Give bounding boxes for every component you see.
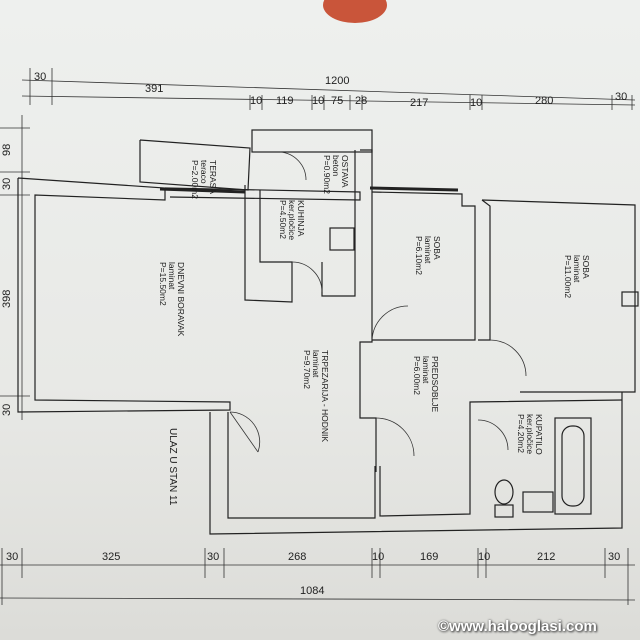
dim-top-75: 75 [331,95,343,107]
room-label-ulaz: ULAZ U STAN 11 [167,428,178,506]
dim-bottom-30b: 30 [207,551,219,563]
room-label-kupatilo: KUPATILO ker.pločice P=4.20m2 [516,414,544,455]
svg-text:KUHINJA: KUHINJA [296,200,306,237]
dim-bottom-10a: 10 [372,551,384,563]
dim-bottom-268: 268 [288,551,306,563]
walls [17,129,639,535]
svg-text:SOBA: SOBA [581,255,591,279]
svg-text:P=6.00m2: P=6.00m2 [412,356,422,395]
dim-top-28: 28 [355,95,367,107]
dim-bottom-30a: 30 [6,551,18,563]
svg-text:P=4.20m2: P=4.20m2 [516,414,526,453]
svg-text:PREDSOBLJE: PREDSOBLJE [430,356,440,413]
dim-top-30b: 30 [615,91,627,103]
svg-text:P=15.50m2: P=15.50m2 [158,262,168,306]
svg-text:P=4.50m2: P=4.50m2 [278,200,288,239]
room-label-predsoblje: PREDSOBLJE laminat P=6.00m2 [412,356,440,413]
left-dimension-lines [0,115,30,420]
dim-bottom-169: 169 [420,551,438,563]
watermark: ©www.halooglasi.com [438,618,597,635]
dim-left-30b: 30 [1,404,13,416]
room-label-soba2: SOBA laminat P=11.00m2 [563,255,591,298]
svg-text:P=11.00m2: P=11.00m2 [563,255,573,298]
svg-text:laminat: laminat [167,262,177,290]
dim-left-398: 398 [1,290,13,308]
dim-bottom-30c: 30 [608,551,620,563]
svg-text:laminat: laminat [311,350,321,378]
orange-object [323,0,387,23]
doors [229,151,527,457]
svg-text:P=9.70m2: P=9.70m2 [302,350,312,389]
dim-top-total: 1200 [325,75,349,87]
svg-text:P=6.10m2: P=6.10m2 [414,236,424,275]
dim-bottom-325: 325 [102,551,120,563]
dim-top-10b: 10 [312,95,324,107]
dim-bottom-10b: 10 [478,551,490,563]
top-dimension-lines [21,68,636,110]
svg-text:TERASA: TERASA [208,160,218,194]
bottom-dimension-lines [0,548,636,605]
dim-left-98: 98 [1,144,13,156]
svg-text:KUPATILO: KUPATILO [534,414,544,455]
dim-top-119: 119 [276,95,294,107]
dim-top-10c: 10 [470,97,482,109]
svg-text:DNEVNI BORAVAK: DNEVNI BORAVAK [176,262,186,337]
room-label-soba1: SOBA laminat P=6.10m2 [414,236,442,275]
dim-top-391: 391 [145,83,163,95]
svg-text:ker.pločice: ker.pločice [525,414,535,454]
dim-left-30: 30 [1,178,13,190]
dim-bottom-212: 212 [537,551,555,563]
room-label-kuhinja: KUHINJA ker.pločice P=4.50m2 [278,200,306,240]
svg-text:P=0.90m2: P=0.90m2 [322,155,332,194]
svg-text:laminat: laminat [572,255,582,283]
svg-text:laminat: laminat [423,236,433,264]
svg-text:ULAZ U STAN 11: ULAZ U STAN 11 [167,428,178,506]
dim-top-30a: 30 [34,71,46,83]
room-label-dnevni: DNEVNI BORAVAK laminat P=15.50m2 [158,262,186,337]
dim-top-10a: 10 [250,95,262,107]
svg-text:TRPEZARIJA - HODNIK: TRPEZARIJA - HODNIK [320,350,330,442]
svg-text:SOBA: SOBA [432,236,442,260]
svg-text:ker.pločice: ker.pločice [287,200,297,240]
svg-text:teraco: teraco [199,160,209,184]
svg-text:beton: beton [331,155,341,177]
svg-text:laminat: laminat [421,356,431,384]
svg-text:P=2.00m2: P=2.00m2 [190,160,200,199]
room-label-terasa: TERASA teraco P=2.00m2 [190,160,218,199]
room-label-trpezarija: TRPEZARIJA - HODNIK laminat P=9.70m2 [302,350,330,442]
dim-bottom-total: 1084 [300,585,324,597]
dim-top-217: 217 [410,97,428,109]
room-label-ostava: OSTAVA beton P=0.90m2 [322,155,350,194]
dim-top-280: 280 [535,95,553,107]
svg-text:OSTAVA: OSTAVA [340,155,350,188]
